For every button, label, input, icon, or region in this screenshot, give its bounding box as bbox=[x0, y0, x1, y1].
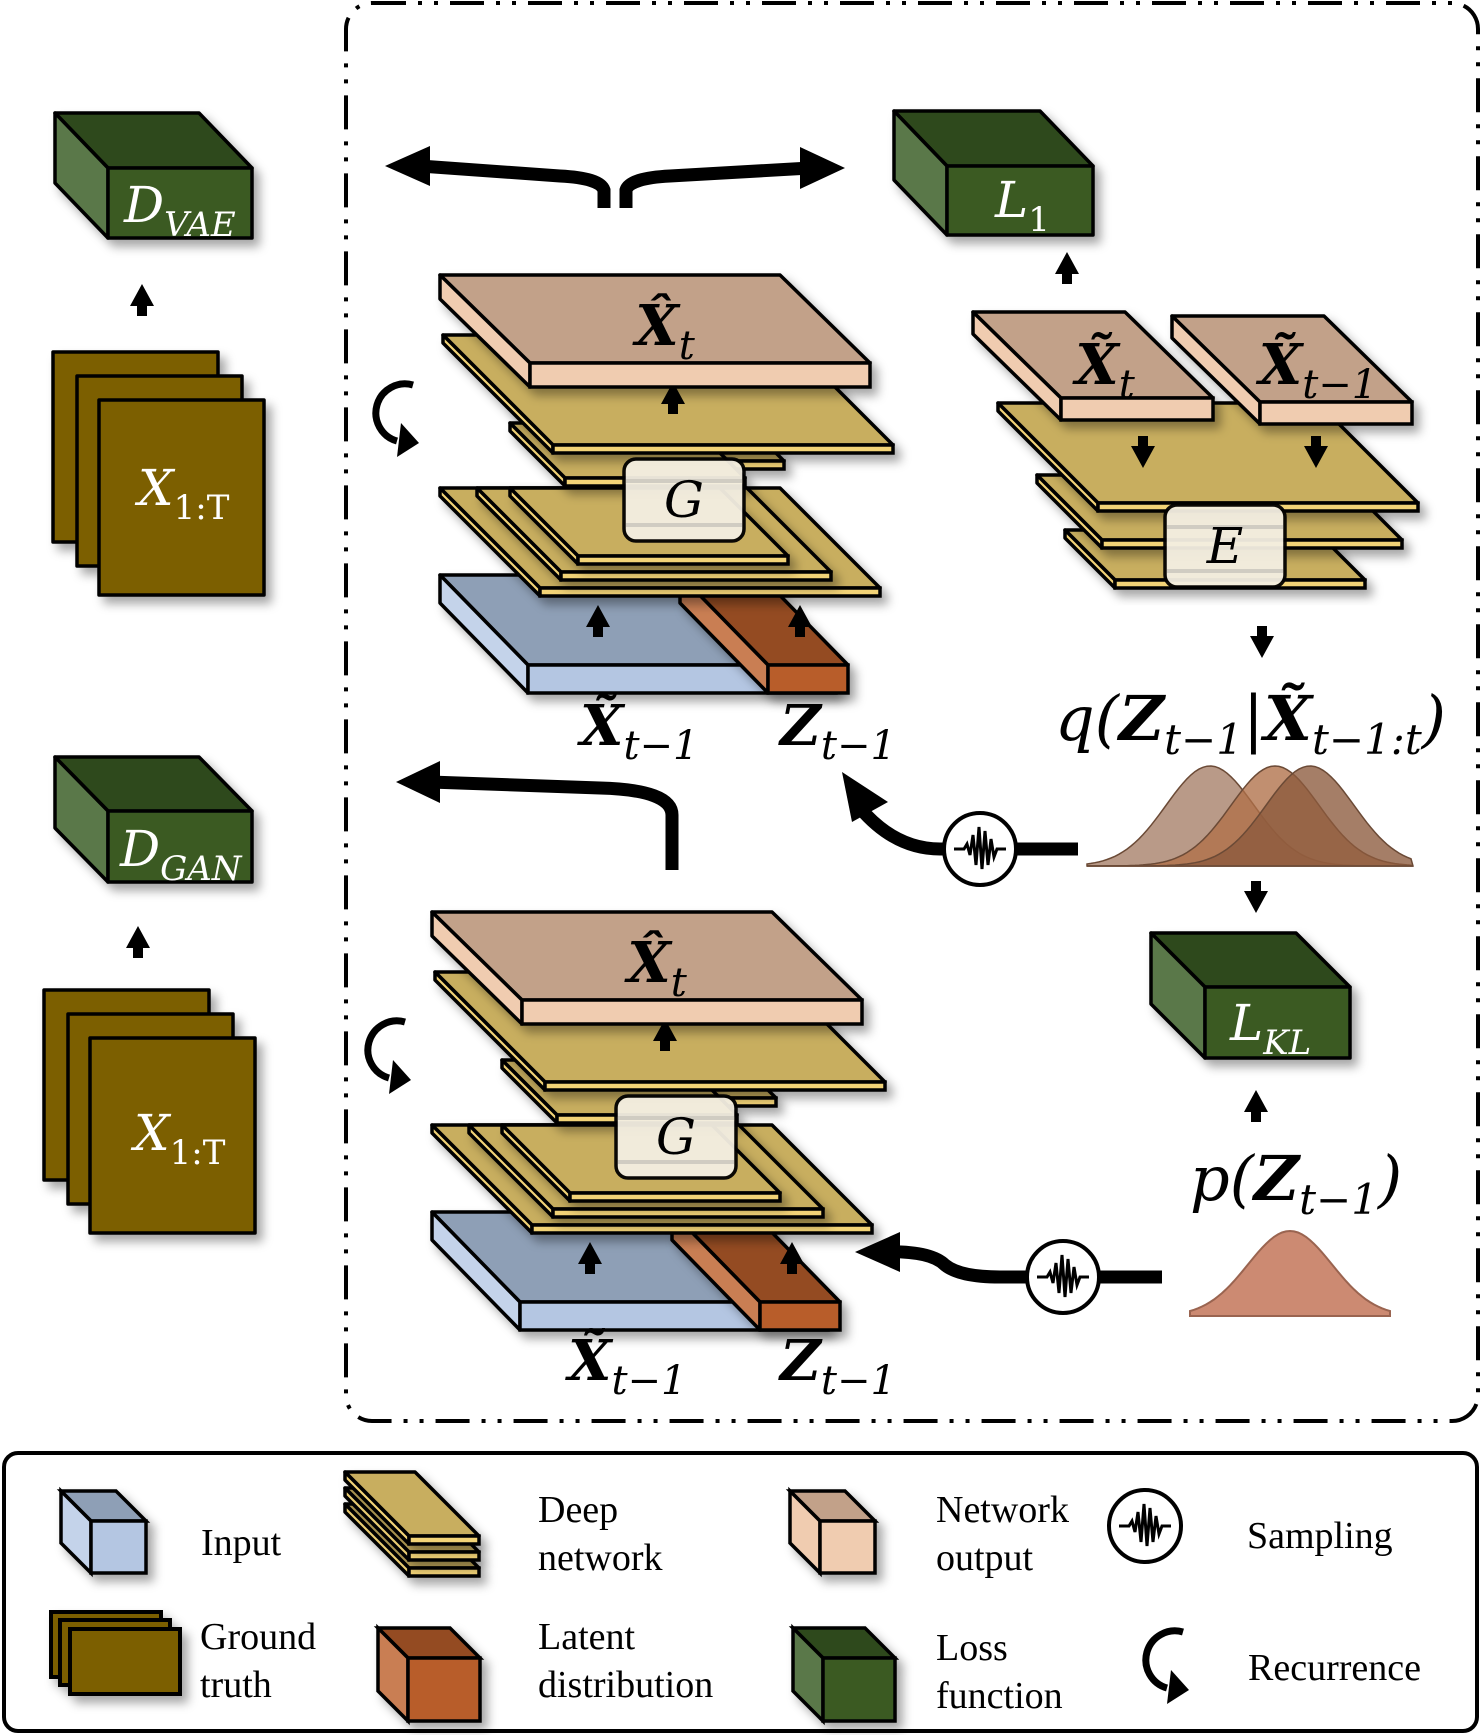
sample-arrow-bottom bbox=[879, 1245, 1162, 1284]
d-gan-loss-box bbox=[53, 755, 254, 884]
arrow-up-icon bbox=[130, 284, 154, 316]
arrow-up-icon bbox=[1055, 252, 1079, 284]
d-gan-label: DGAN bbox=[119, 820, 243, 889]
ground-truth-stack-bottom bbox=[42, 988, 257, 1235]
d-vae-loss-box bbox=[53, 111, 254, 240]
legend-label: Sampling bbox=[1247, 1515, 1393, 1557]
encoder-input-slab bbox=[1170, 314, 1414, 426]
kl-loss-box bbox=[1149, 931, 1352, 1060]
vae-generator: X̂tG bbox=[438, 273, 895, 695]
kl-label: LKL bbox=[1229, 994, 1311, 1063]
output-slab bbox=[430, 910, 864, 1026]
gan-latent-label: Zt−1 bbox=[778, 1328, 896, 1404]
d-vae-label: DVAE bbox=[123, 176, 236, 245]
posterior-formula: q(Zt−1|X̃t−1:t) bbox=[1055, 682, 1446, 764]
vae-latent-label: Zt−1 bbox=[778, 693, 896, 769]
sampling-icon bbox=[1025, 1239, 1101, 1315]
gan-input-label: X̃t−1 bbox=[565, 1328, 687, 1404]
prior-formula: p(Zt−1) bbox=[1190, 1142, 1402, 1224]
arrow-down-icon bbox=[1244, 881, 1268, 913]
arrow-up-icon bbox=[1244, 1090, 1268, 1122]
sampling-icon bbox=[1107, 1488, 1183, 1564]
posterior-distribution bbox=[1086, 765, 1414, 867]
ground-truth-label-top: X1:T bbox=[134, 459, 230, 528]
sample-arrow-top bbox=[855, 803, 1078, 856]
recurrence-icon bbox=[368, 1021, 411, 1094]
training-frame bbox=[344, 1, 1480, 1423]
legend-label: Recurrence bbox=[1248, 1647, 1421, 1689]
svg-text:G: G bbox=[656, 1108, 696, 1166]
recurrence-icon bbox=[376, 384, 419, 457]
l1-label: L1 bbox=[994, 171, 1050, 240]
svg-text:E: E bbox=[1206, 517, 1244, 575]
svg-text:G: G bbox=[664, 471, 704, 529]
ground-truth-label-bottom: X1:T bbox=[130, 1104, 226, 1173]
generator-label: G bbox=[622, 457, 746, 543]
latent-box-icon bbox=[373, 1623, 485, 1726]
gaussian-curve bbox=[1087, 765, 1414, 867]
l1-loss-box bbox=[892, 109, 1095, 237]
deep-network-icon bbox=[343, 1470, 481, 1578]
input-box-icon bbox=[56, 1486, 151, 1578]
ground-truth-stack-top bbox=[51, 350, 266, 597]
output-slab bbox=[438, 273, 872, 389]
split-arrow-left bbox=[419, 159, 611, 208]
encoder-label: E bbox=[1163, 503, 1287, 589]
encoder: X̃t X̃t−1E bbox=[971, 310, 1420, 590]
arrow-up-icon bbox=[126, 926, 150, 958]
encoder-input-slab bbox=[971, 310, 1215, 422]
generator-output-label: X̂t bbox=[632, 292, 695, 369]
prior-distribution bbox=[1189, 1229, 1391, 1317]
generator-label: G bbox=[614, 1094, 738, 1180]
loss-box-icon bbox=[788, 1623, 900, 1726]
gan-output-arrow bbox=[429, 775, 679, 870]
encoder-input-label: X̃t−1 bbox=[1256, 332, 1378, 408]
generator-output-label: X̂t bbox=[624, 929, 687, 1006]
ground-truth-stack-icon bbox=[49, 1610, 182, 1696]
network-output-box-icon bbox=[785, 1486, 880, 1578]
vae-input-label: X̃t−1 bbox=[577, 693, 699, 769]
gan-generator: X̂tG bbox=[430, 910, 887, 1332]
sampling-icon bbox=[942, 811, 1018, 887]
arrow-down-icon bbox=[1250, 626, 1274, 658]
split-arrow-right bbox=[619, 161, 811, 208]
encoder-input-label: X̃t bbox=[1072, 332, 1135, 408]
legend-label: Input bbox=[201, 1522, 282, 1564]
